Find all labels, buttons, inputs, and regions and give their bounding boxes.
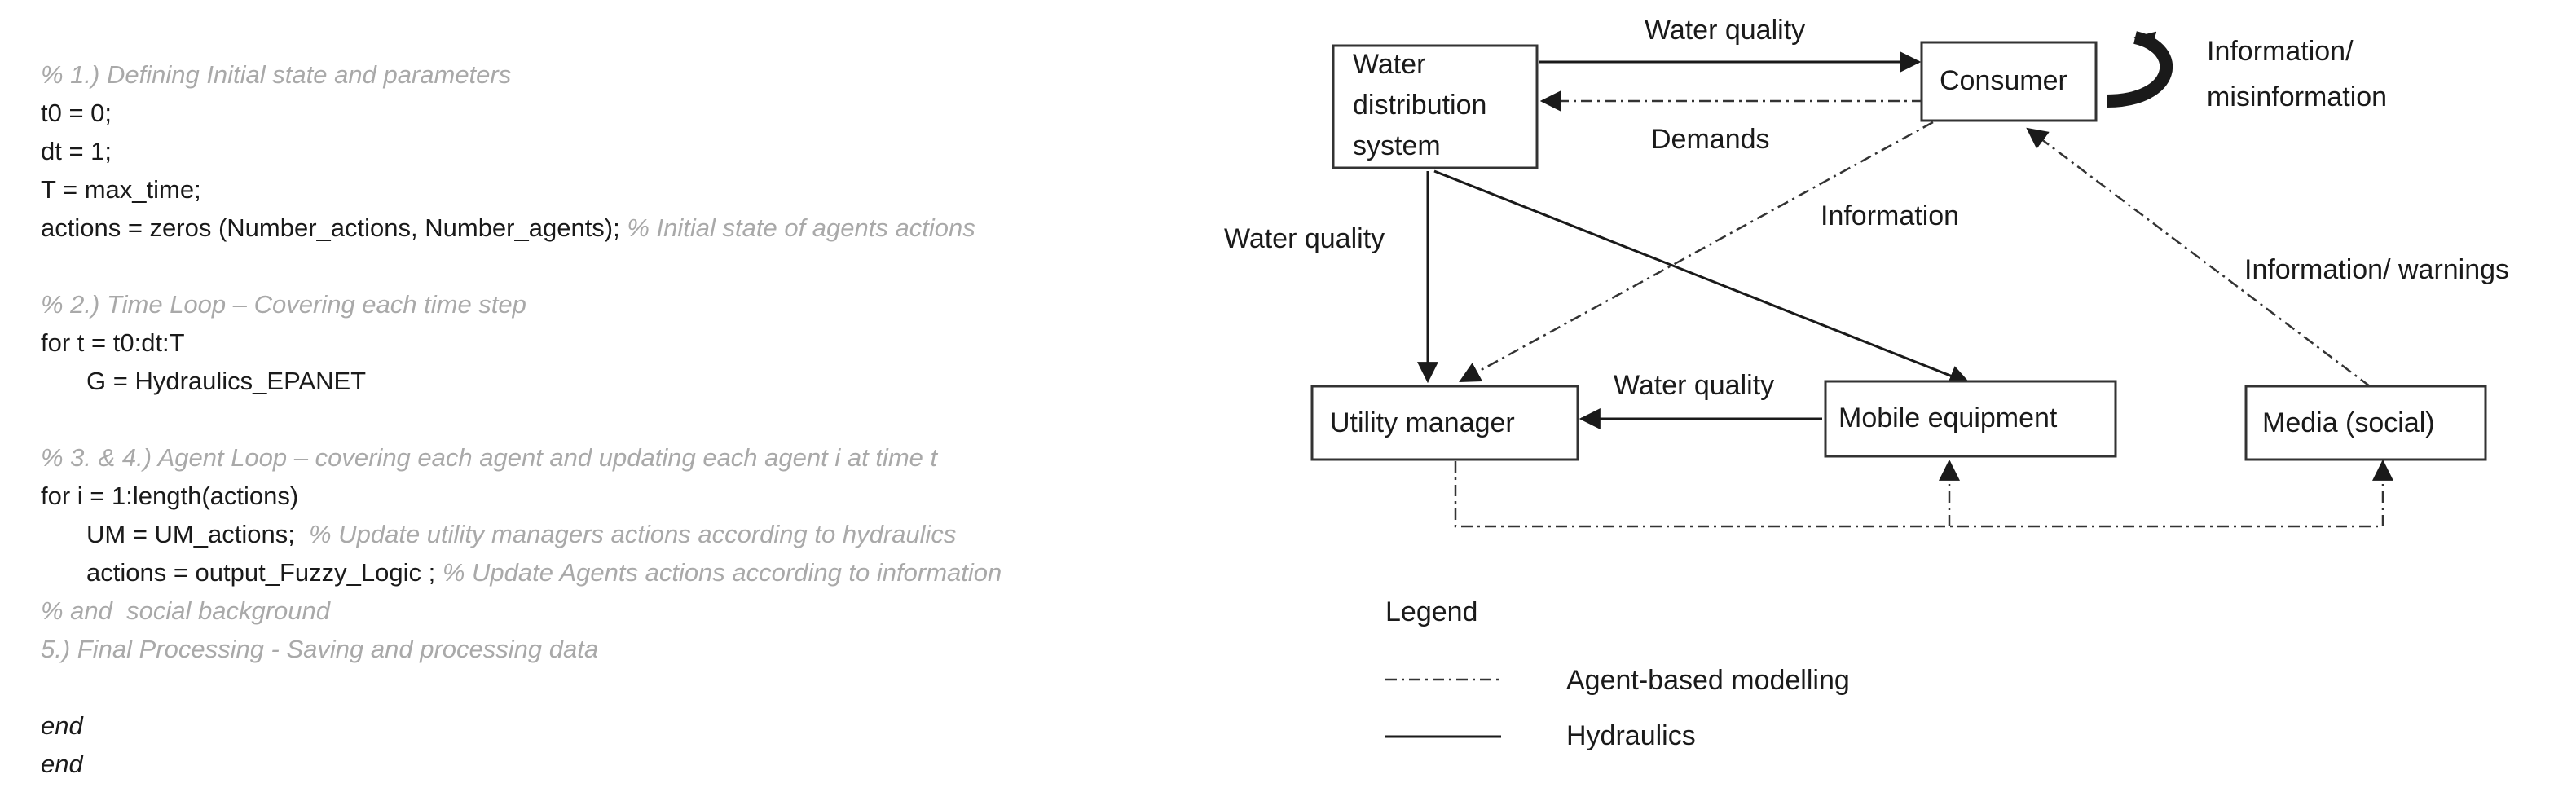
- node-media-social: Media (social): [2244, 385, 2487, 461]
- node-utility-label: Utility manager: [1330, 407, 1515, 438]
- code-inline-comment: % Update utility managers actions accord…: [294, 520, 957, 548]
- code-line: UM = UM_actions; % Update utility manage…: [86, 518, 956, 551]
- node-media-label: Media (social): [2262, 407, 2435, 438]
- code-line: actions = output_Fuzzy_Logic ; % Update …: [86, 557, 1002, 589]
- code-line: end: [41, 748, 83, 781]
- code-statement: G = Hydraulics_EPANET: [86, 367, 367, 395]
- code-panel: % 1.) Defining Initial state and paramet…: [41, 59, 1214, 792]
- node-consumer: Consumer: [1920, 41, 2098, 122]
- code-comment: % 3. & 4.) Agent Loop – covering each ag…: [41, 443, 938, 472]
- code-line: actions = zeros (Number_actions, Number_…: [41, 212, 975, 244]
- code-statement: for i = 1:length(actions): [41, 482, 299, 510]
- label-consumer-to-wds: Demands: [1651, 124, 1770, 155]
- legend-hydraulics-label: Hydraulics: [1566, 720, 1696, 751]
- code-line: % and social background: [41, 595, 330, 627]
- edge-consumer-self-loop: [2106, 31, 2173, 108]
- code-statement: T = max_time;: [41, 175, 201, 204]
- code-comment: % 2.) Time Loop – Covering each time ste…: [41, 290, 526, 319]
- edge-utility-to-agents: [1454, 461, 2383, 528]
- node-mobile-label: Mobile equipment: [1838, 403, 2058, 433]
- node-wds-line-2: distribution: [1353, 90, 1486, 121]
- code-statement: UM = UM_actions;: [86, 520, 295, 548]
- code-statement: actions = zeros (Number_actions, Number_…: [41, 213, 620, 242]
- code-line: % 3. & 4.) Agent Loop – covering each ag…: [41, 442, 937, 474]
- node-wds-line-1: Water: [1353, 49, 1425, 80]
- label-wds-to-utility: Water quality: [1224, 223, 1385, 254]
- code-statement: actions = output_Fuzzy_Logic ;: [86, 558, 436, 587]
- code-inline-comment: % Update Agents actions according to inf…: [435, 558, 1002, 587]
- code-line: for t = t0:dt:T: [41, 327, 185, 359]
- code-line: dt = 1;: [41, 135, 112, 168]
- code-statement: end: [41, 711, 83, 740]
- code-statement: for t = t0:dt:T: [41, 328, 185, 357]
- code-statement: dt = 1;: [41, 137, 112, 165]
- legend-abm-label: Agent-based modelling: [1566, 665, 1850, 696]
- label-media-to-consumer: Information/ warnings: [2244, 254, 2509, 285]
- label-mobile-to-utility: Water quality: [1614, 370, 1774, 401]
- code-statement: end: [41, 750, 83, 778]
- code-line: for i = 1:length(actions): [41, 480, 298, 513]
- code-line: % 2.) Time Loop – Covering each time ste…: [41, 288, 526, 321]
- code-comment: % 1.) Defining Initial state and paramet…: [41, 60, 512, 89]
- edge-wds-to-mobile: [1433, 169, 1971, 386]
- label-wds-to-consumer: Water quality: [1645, 15, 1805, 46]
- node-wds-line-3: system: [1353, 130, 1441, 161]
- label-consumer-self-1: Information/: [2207, 36, 2354, 67]
- code-inline-comment: % Initial state of agents actions: [619, 213, 975, 242]
- code-comment: % and social background: [41, 596, 331, 625]
- edge-consumer-to-utility: [1459, 121, 1934, 383]
- edge-media-to-consumer: [2026, 127, 2371, 387]
- code-comment: 5.) Final Processing - Saving and proces…: [41, 635, 599, 663]
- legend: Legend Agent-based modelling Hydraulics: [1385, 596, 1850, 751]
- node-consumer-label: Consumer: [1940, 65, 2067, 96]
- node-mobile-equipment: Mobile equipment: [1824, 380, 2117, 458]
- code-line: end: [41, 710, 83, 742]
- legend-title: Legend: [1385, 596, 1477, 627]
- code-statement: t0 = 0;: [41, 99, 112, 127]
- label-consumer-self-2: misinformation: [2207, 81, 2387, 112]
- code-line: % 1.) Defining Initial state and paramet…: [41, 59, 511, 91]
- code-line: T = max_time;: [41, 174, 201, 206]
- node-water-distribution-system: Water distribution system: [1332, 44, 1539, 169]
- code-line: G = Hydraulics_EPANET: [86, 365, 366, 398]
- code-line: t0 = 0;: [41, 97, 112, 130]
- code-line: 5.) Final Processing - Saving and proces…: [41, 633, 598, 666]
- node-utility-manager: Utility manager: [1310, 385, 1579, 461]
- label-consumer-to-utility: Information: [1821, 200, 1959, 231]
